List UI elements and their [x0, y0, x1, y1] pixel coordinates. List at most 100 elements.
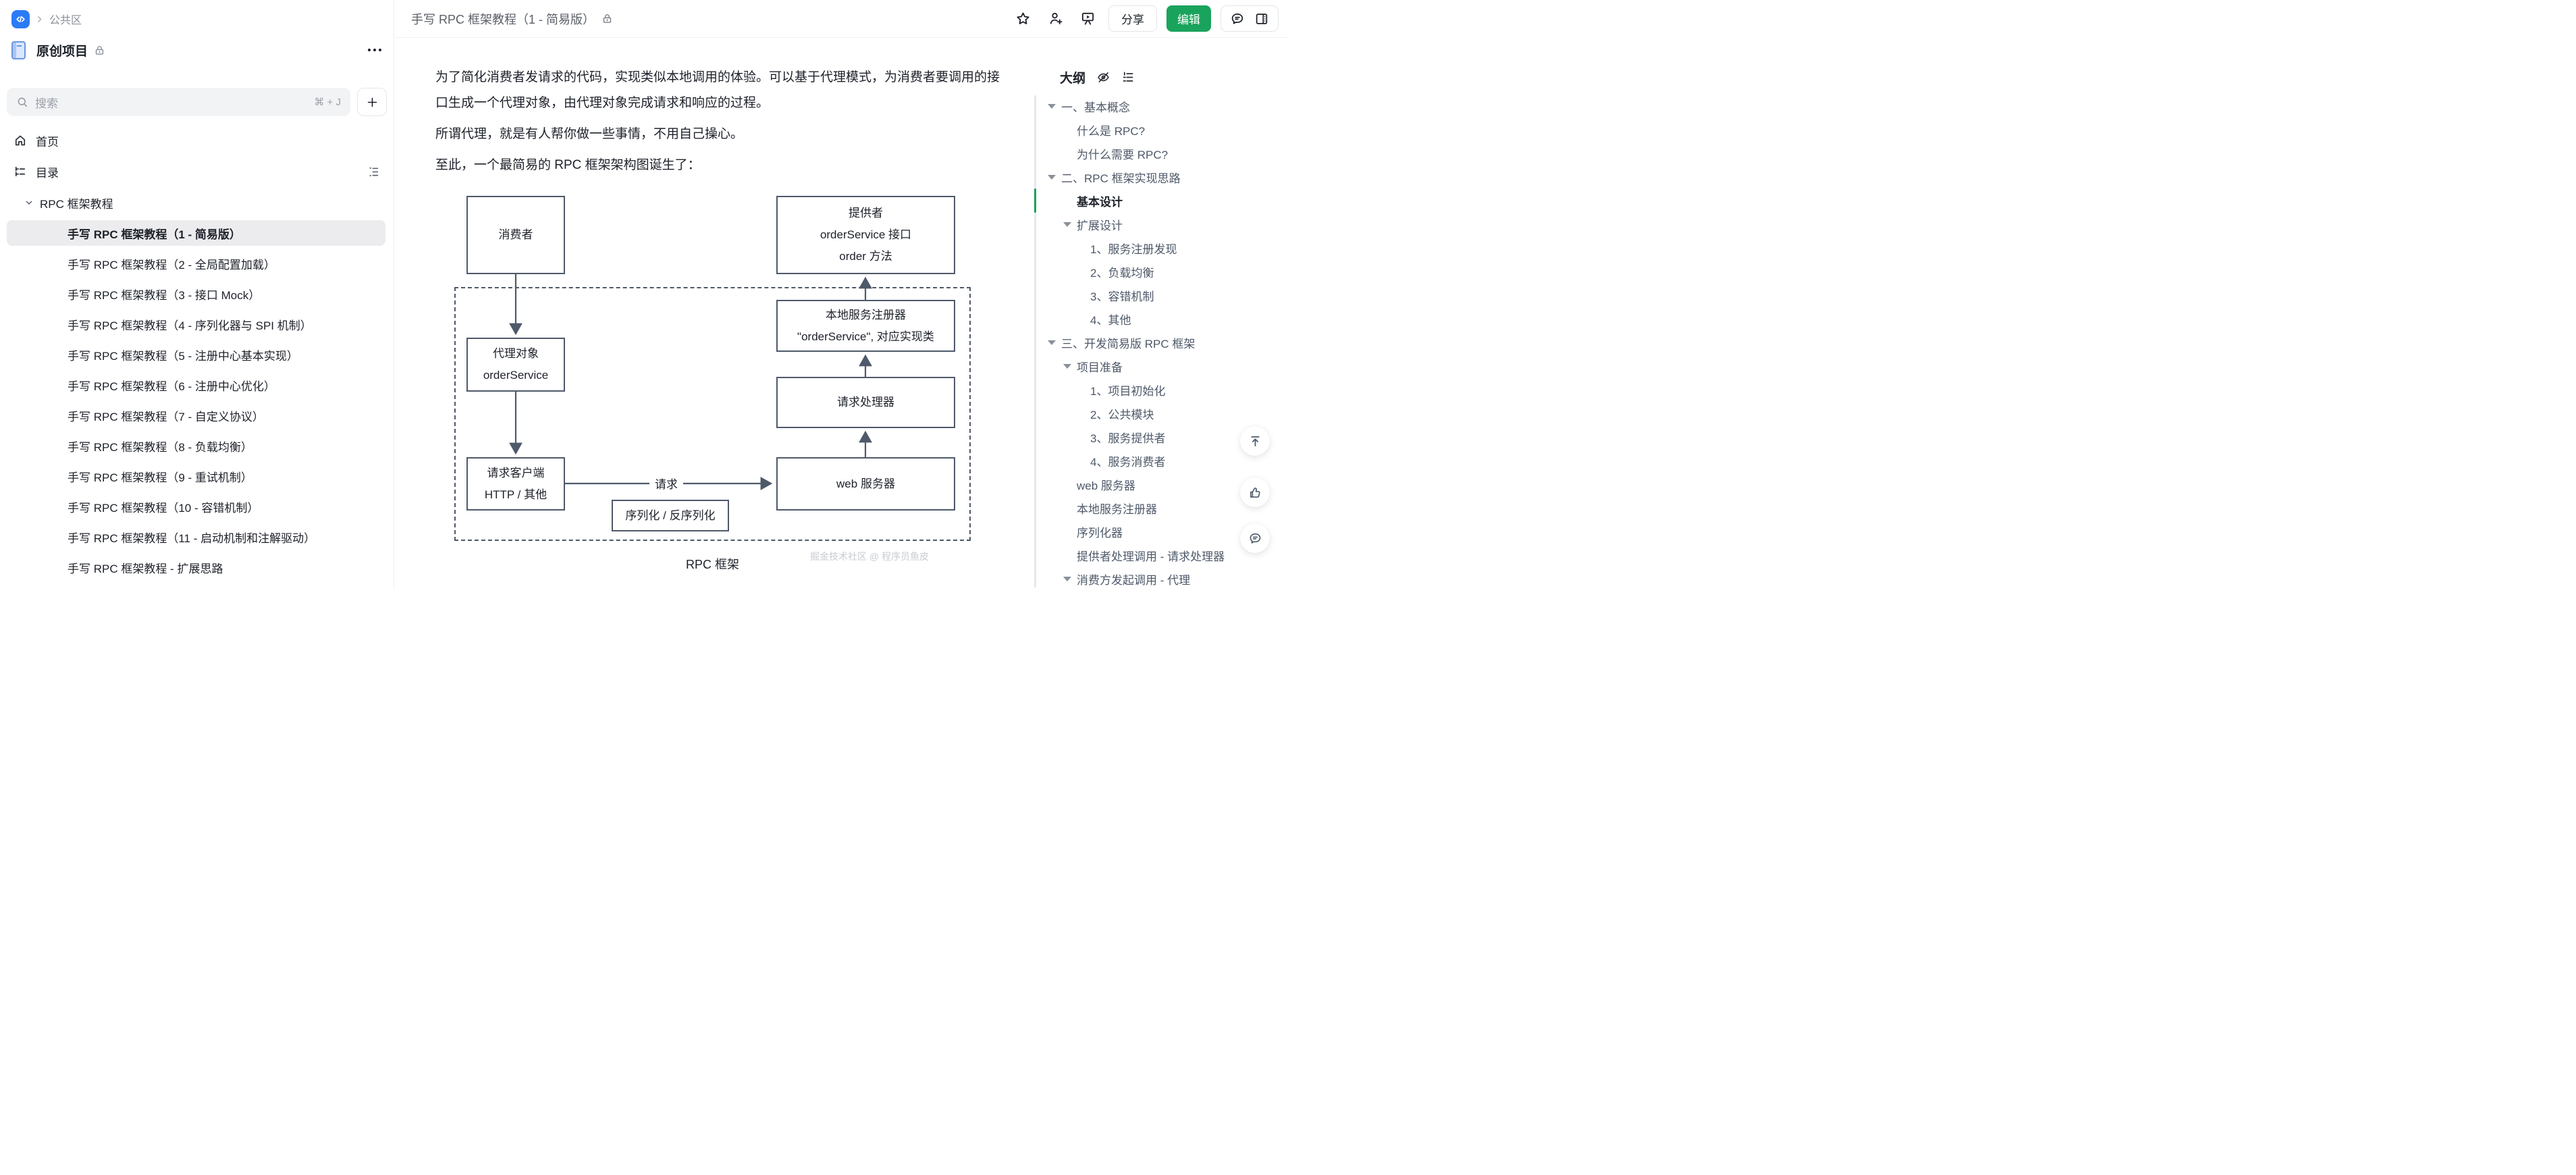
diagram-node-web-server: web 服务器	[776, 457, 955, 511]
header-actions: 分享 编辑	[1011, 5, 1279, 32]
outline-item-label: 消费方发起调用 - 代理	[1077, 574, 1191, 587]
outline-item[interactable]: web 服务器	[1029, 473, 1288, 496]
chevron-down-icon[interactable]	[1048, 104, 1056, 109]
sidebar-doc-item[interactable]: 手写 RPC 框架教程（9 - 重试机制）	[68, 471, 252, 484]
sidebar-item-home[interactable]: 首页	[7, 127, 387, 154]
diagram-node-serializer: 序列化 / 反序列化	[612, 500, 729, 531]
comment-button[interactable]	[1240, 523, 1270, 553]
paragraph: 为了简化消费者发请求的代码，实现类似本地调用的体验。可以基于代理模式，为消费者要…	[435, 65, 1043, 116]
outline-item[interactable]: 二、RPC 框架实现思路	[1029, 165, 1288, 189]
like-button[interactable]	[1240, 477, 1270, 507]
outline-item-label: 3、服务提供者	[1090, 432, 1166, 445]
sidebar-doc-item[interactable]: 手写 RPC 框架教程（7 - 自定义协议）	[68, 411, 264, 423]
article-body: 为了简化消费者发请求的代码，实现类似本地调用的体验。可以基于代理模式，为消费者要…	[435, 65, 1043, 184]
outline-item-label: 2、负载均衡	[1090, 267, 1154, 280]
tree-root-rpc-tutorial[interactable]: RPC 框架教程	[24, 193, 113, 212]
outline-item[interactable]: 2、公共模块	[1029, 402, 1288, 425]
presentation-icon[interactable]	[1076, 7, 1099, 30]
more-icon[interactable]	[365, 46, 384, 54]
outline-title: 大纲	[1060, 71, 1086, 86]
sidebar-doc-item[interactable]: 手写 RPC 框架教程（10 - 容错机制）	[68, 502, 259, 515]
outline-item[interactable]: 扩展设计	[1029, 213, 1288, 236]
sidebar-doc-item[interactable]: 手写 RPC 框架教程（6 - 注册中心优化）	[68, 380, 275, 393]
paragraph-line: 为了简化消费者发请求的代码，实现类似本地调用的体验。可以基于代理模式，为消费者要…	[435, 70, 1000, 84]
star-icon[interactable]	[1011, 7, 1034, 30]
chevron-down-icon	[24, 198, 34, 207]
arrow-to-top-icon	[1250, 436, 1260, 446]
diagram-node-label: HTTP / 其他	[484, 488, 547, 501]
outline-item[interactable]: 提供者处理调用 - 请求处理器	[1029, 544, 1288, 567]
outline-item[interactable]: 序列化器	[1029, 520, 1288, 544]
outline-item[interactable]: 2、负载均衡	[1029, 260, 1288, 284]
outline-item-label: 什么是 RPC?	[1077, 125, 1146, 138]
outline-list-icon[interactable]	[1121, 70, 1135, 84]
outline-item[interactable]: 3、容错机制	[1029, 284, 1288, 307]
sidebar-doc-item[interactable]: 手写 RPC 框架教程 - 扩展思路	[68, 563, 223, 575]
sidebar-item-toc[interactable]: 目录	[7, 158, 387, 185]
share-button[interactable]: 分享	[1108, 5, 1157, 32]
comments-icon[interactable]	[1225, 7, 1250, 31]
chevron-down-icon[interactable]	[1063, 364, 1071, 369]
outline-item-label: 项目准备	[1077, 361, 1123, 374]
breadcrumb-workspace[interactable]: 公共区	[49, 15, 82, 26]
outline-item[interactable]: 消费方发起调用 - 代理	[1029, 567, 1288, 591]
outline-item[interactable]: 3、服务提供者	[1029, 425, 1288, 449]
workspace-logo-icon[interactable]	[11, 9, 30, 28]
chevron-down-icon[interactable]	[1048, 340, 1056, 345]
sidebar-doc-item[interactable]: 手写 RPC 框架教程（8 - 负载均衡）	[68, 441, 252, 454]
outline-item-label: 本地服务注册器	[1077, 503, 1157, 516]
paragraph-line: 至此，一个最简易的 RPC 框架架构图诞生了：	[435, 158, 701, 172]
diagram-node-label: orderService 接口	[820, 228, 912, 241]
sidebar-doc-item[interactable]: 手写 RPC 框架教程（2 - 全局配置加载）	[68, 259, 275, 271]
add-collaborator-icon[interactable]	[1044, 7, 1067, 30]
outline-item-label: 3、容错机制	[1090, 290, 1154, 303]
sidebar-doc-item[interactable]: 手写 RPC 框架教程（1 - 简易版）	[7, 220, 385, 246]
sidebar-doc-item[interactable]: 手写 RPC 框架教程（4 - 序列化器与 SPI 机制）	[68, 319, 312, 332]
sidebar-layout-icon[interactable]	[1250, 7, 1274, 31]
outline-item[interactable]: 三、开发简易版 RPC 框架	[1029, 331, 1288, 355]
edit-button[interactable]: 编辑	[1166, 5, 1211, 32]
outline-item-label: web 服务器	[1077, 479, 1135, 492]
diagram-node-label: web 服务器	[836, 477, 895, 490]
outline-item[interactable]: 本地服务注册器	[1029, 496, 1288, 520]
diagram-node-label: order 方法	[839, 250, 892, 263]
outline-item-label: 4、服务消费者	[1090, 456, 1166, 469]
page-title: 手写 RPC 框架教程（1 - 简易版）	[411, 10, 613, 28]
chevron-down-icon[interactable]	[1048, 175, 1056, 180]
diagram-node-label: 消费者	[498, 228, 533, 241]
right-panel-toggle-group	[1220, 5, 1279, 32]
outline-item[interactable]: 什么是 RPC?	[1029, 118, 1288, 142]
add-button[interactable]	[357, 88, 387, 116]
outline-item[interactable]: 一、基本概念	[1029, 95, 1288, 118]
outline-item[interactable]: 1、服务注册发现	[1029, 236, 1288, 260]
hide-outline-eye-icon[interactable]	[1096, 70, 1110, 84]
chevron-down-icon[interactable]	[1063, 577, 1071, 581]
sidebar-doc-item[interactable]: 手写 RPC 框架教程（3 - 接口 Mock）	[68, 289, 261, 302]
plus-icon	[367, 97, 377, 107]
outline-item[interactable]: 为什么需要 RPC?	[1029, 142, 1288, 165]
outline-item-label: 序列化器	[1077, 527, 1123, 540]
outline-item[interactable]: 项目准备	[1029, 355, 1288, 378]
toc-tree-icon	[14, 165, 28, 178]
diagram-node-label: 本地服务注册器	[826, 308, 906, 321]
search-shortcut: ⌘ + J	[314, 97, 341, 108]
outline-item-label: 为什么需要 RPC?	[1077, 149, 1169, 161]
paragraph: 所谓代理，就是有人帮你做一些事情，不用自己操心。	[435, 122, 1043, 147]
collapse-list-icon[interactable]	[367, 165, 380, 178]
back-to-top-button[interactable]	[1240, 426, 1270, 456]
outline-item[interactable]: 4、其他	[1029, 307, 1288, 331]
outline-item[interactable]: 4、服务消费者	[1029, 449, 1288, 473]
project-row[interactable]: 原创项目	[11, 38, 384, 62]
home-icon	[14, 134, 28, 147]
diagram-node-label: 请求客户端	[487, 466, 545, 479]
search-input[interactable]: 搜索 ⌘ + J	[7, 88, 350, 116]
sidebar-doc-item[interactable]: 手写 RPC 框架教程（11 - 启动机制和注解驱动）	[68, 532, 316, 545]
outline-item-label: 提供者处理调用 - 请求处理器	[1077, 550, 1225, 563]
sidebar-doc-item[interactable]: 手写 RPC 框架教程（5 - 注册中心基本实现）	[68, 350, 298, 363]
outline-item[interactable]: 1、项目初始化	[1029, 378, 1288, 402]
outline-item[interactable]: 基本设计	[1029, 189, 1288, 213]
chevron-down-icon[interactable]	[1063, 222, 1071, 227]
diagram-node-client: 请求客户端 HTTP / 其他	[466, 457, 565, 511]
outline-item-label: 2、公共模块	[1090, 409, 1154, 421]
